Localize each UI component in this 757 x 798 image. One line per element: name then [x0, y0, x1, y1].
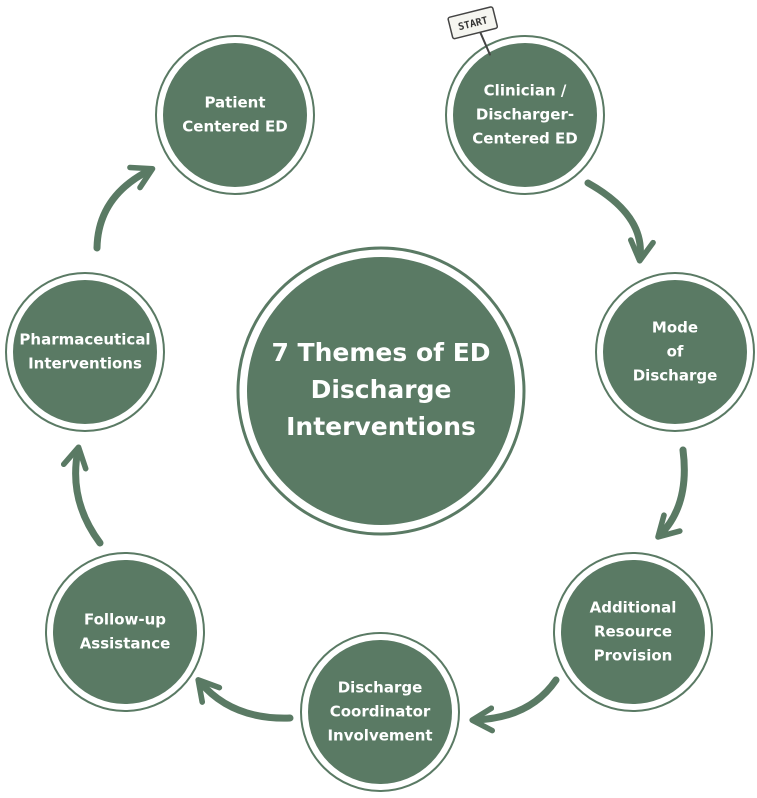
node-circle: [163, 43, 307, 187]
arrow-mode-of-discharge-to-additional-resource-provision: [655, 446, 688, 540]
node-label-line: Interventions: [28, 355, 142, 373]
node-label-line: Pharmaceutical: [19, 331, 150, 349]
arrow-pharmaceutical-interventions-to-patient-centered-ed: [93, 164, 156, 252]
node-label-line: of: [667, 343, 684, 361]
node-circle: [308, 640, 452, 784]
node-label-line: Centered ED: [182, 118, 287, 136]
node-label-line: 7 Themes of ED: [271, 338, 490, 367]
node-circle: [13, 280, 157, 424]
node-label-line: Patient: [204, 94, 265, 112]
signpost-icon: START: [447, 6, 499, 56]
node-label-line: Interventions: [286, 412, 476, 441]
arrow-clinician-centered-ed-to-mode-of-discharge: [584, 179, 656, 264]
start-sign: START: [447, 6, 499, 56]
node-label-line: Centered ED: [472, 130, 577, 148]
node-label-line: Coordinator: [330, 703, 431, 721]
node-label-line: Discharger-: [476, 106, 574, 124]
node-label-line: Clinician /: [484, 82, 567, 100]
node-label-line: Assistance: [80, 635, 171, 653]
node-label-line: Discharge: [338, 679, 423, 697]
arrow-discharge-coordinator-involvement-to-follow-up-assistance: [195, 677, 294, 722]
node-circle: [603, 280, 747, 424]
node-label-line: Additional: [590, 599, 677, 617]
node-label-line: Follow-up: [84, 611, 166, 629]
node-label-line: Discharge: [633, 367, 718, 385]
node-label-line: Discharge: [311, 375, 452, 404]
arrow-follow-up-assistance-to-pharmaceutical-interventions: [60, 444, 104, 547]
node-clinician-centered-ed: Clinician / Discharger- Centered ED: [445, 35, 605, 195]
nodes: Clinician / Discharger- Centered ED Mode ofD…: [5, 35, 755, 792]
node-label-line: Resource: [594, 623, 672, 641]
node-label-line: Provision: [594, 647, 673, 665]
node-label-line: Involvement: [327, 727, 432, 745]
node-circle: [561, 560, 705, 704]
arrow-additional-resource-provision-to-discharge-coordinator-involvement: [469, 676, 560, 734]
node-label-line: Mode: [652, 319, 698, 337]
node-circle: [453, 43, 597, 187]
sign-board: [447, 6, 499, 40]
node-circle: [53, 560, 197, 704]
edges: [60, 164, 688, 734]
sign-post: [479, 31, 491, 56]
center-circle: [247, 257, 515, 525]
